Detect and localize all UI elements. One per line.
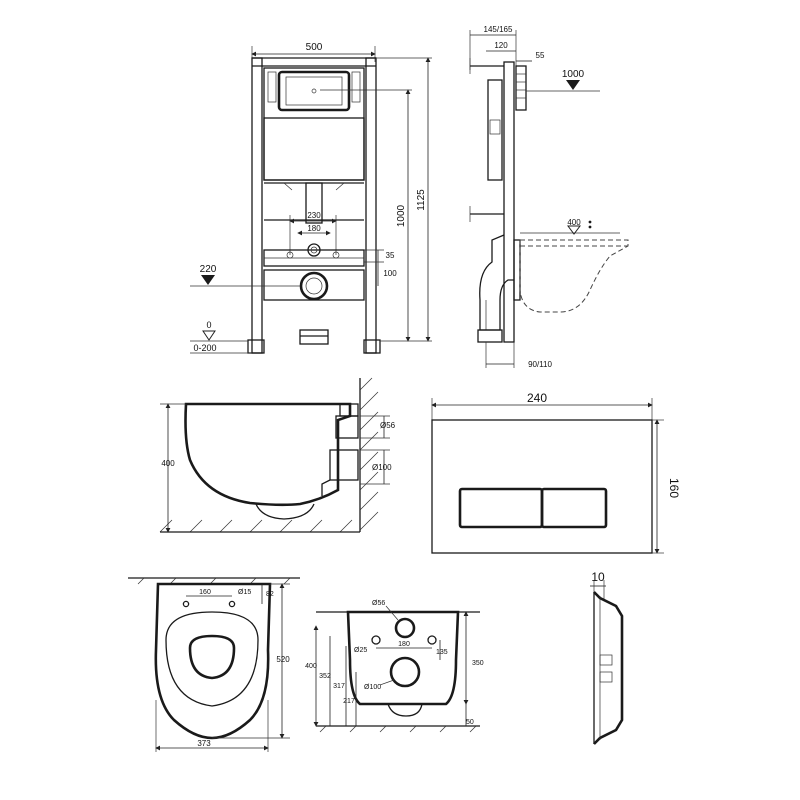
back-h-50: 50 <box>466 719 474 726</box>
flush-plate-view: 240 160 <box>431 391 681 554</box>
frame-dim-35: 35 <box>386 251 395 260</box>
bowl-top-view: 160 Ø15 82 520 373 <box>128 577 300 752</box>
back-h-400: 400 <box>305 663 317 670</box>
back-pipe-large: Ø100 <box>364 684 381 691</box>
bowl-side-view: 400 Ø56 Ø100 <box>159 377 396 533</box>
plate-height-label: 160 <box>667 478 681 498</box>
bowl-pipe-small: Ø56 <box>380 421 396 430</box>
level-marker-open-icon <box>567 225 581 235</box>
side-depth-120: 120 <box>494 41 508 50</box>
frame-level-220: 220 <box>200 264 217 275</box>
flush-plate <box>431 419 653 554</box>
bolt-hole-icon <box>228 600 236 608</box>
frame-width-label: 500 <box>306 42 323 53</box>
back-pipe-small: Ø56 <box>372 600 385 607</box>
flush-button-large <box>540 487 608 529</box>
level-marker-icon <box>201 275 215 285</box>
bowl-height-label: 400 <box>161 459 175 468</box>
side-depth-range: 145/165 <box>484 25 513 34</box>
flush-button-small <box>458 487 544 529</box>
frame-height-total: 1125 <box>416 189 427 211</box>
frame-front-view: 500 230 180 <box>190 42 432 354</box>
frame-level-range: 0-200 <box>193 343 216 353</box>
flush-plate-side-view: 10 <box>590 570 624 745</box>
level-marker-open-icon <box>202 330 216 341</box>
back-dim-135: 135 <box>436 649 448 656</box>
bowl-back-view: Ø56 Ø25 180 135 Ø100 400 352 317 217 350… <box>305 600 484 733</box>
back-h-317: 317 <box>333 683 345 690</box>
plate-width-label: 240 <box>527 391 547 405</box>
top-bolt-spacing: 160 <box>199 589 211 596</box>
frame-dim-100: 100 <box>383 269 397 278</box>
side-foot-range: 90/110 <box>528 360 552 369</box>
back-h-217: 217 <box>343 698 355 705</box>
bowl-pipe-large: Ø100 <box>372 463 392 472</box>
top-width: 373 <box>197 739 211 748</box>
back-h-352: 352 <box>319 673 331 680</box>
frame-bolt-spacing-inner: 180 <box>307 224 321 233</box>
top-bolt-diameter: Ø15 <box>238 589 251 596</box>
back-h-350: 350 <box>472 660 484 667</box>
side-level-1000: 1000 <box>562 69 585 80</box>
frame-side-view: 145/165 120 55 1000 400 <box>469 25 629 369</box>
top-length: 520 <box>276 655 290 664</box>
level-marker-icon <box>566 80 580 90</box>
side-level-400: 400 <box>567 218 581 227</box>
frame-bolt-spacing-outer: 230 <box>307 211 321 220</box>
side-depth-55: 55 <box>536 51 545 60</box>
frame-level-0: 0 <box>206 320 211 330</box>
frame-height-inner: 1000 <box>396 204 407 227</box>
top-offset-82: 82 <box>266 591 274 598</box>
bolt-hole-icon <box>182 600 190 608</box>
back-bolt-diameter: Ø25 <box>354 647 367 654</box>
back-bolt-spacing: 180 <box>398 641 410 648</box>
plate-thickness-label: 10 <box>591 570 605 584</box>
